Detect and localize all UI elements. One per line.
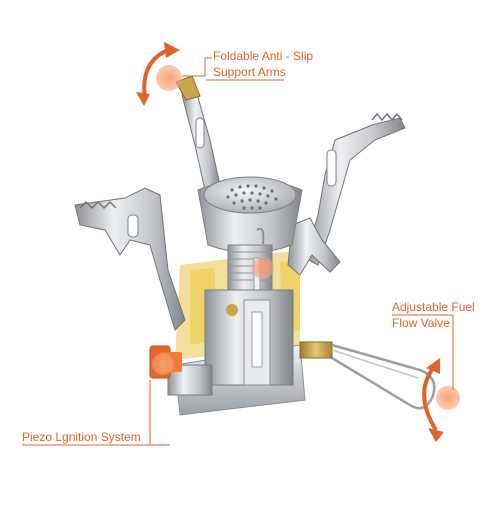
valve-body: [204, 289, 294, 386]
callout-piezo-ignition-line1: Piezo Lgnition System: [22, 430, 141, 444]
curved-rotate-arrow-icon: [422, 358, 444, 442]
burner-head: [197, 176, 303, 309]
callout-support-arms-line2: Support Arms: [213, 65, 286, 79]
highlight-marker-arms: [156, 65, 182, 91]
callout-fuel-valve-line1: Adjustable Fuel: [392, 300, 475, 314]
highlight-marker-valve: [436, 386, 460, 410]
callout-support-arms: Foldable Anti - Slip Support Arms: [213, 48, 313, 80]
callout-fuel-valve: Adjustable Fuel Flow Valve: [392, 299, 475, 331]
support-arm-right: [287, 217, 341, 276]
support-arm-left: [74, 187, 186, 331]
fuel-valve-handle: [299, 341, 436, 410]
highlight-marker-piezo: [152, 353, 174, 375]
curved-rotate-arrow-icon: [136, 42, 180, 106]
callout-piezo-ignition: Piezo Lgnition System: [22, 429, 141, 445]
callout-fuel-valve-line2: Flow Valve: [392, 316, 450, 330]
highlight-marker-burner: [252, 257, 274, 279]
callout-leader-lines: [22, 57, 454, 446]
callout-support-arms-line1: Foldable Anti - Slip: [213, 49, 314, 63]
support-arm-back-left: [175, 75, 221, 191]
support-arm-back-right: [304, 112, 406, 266]
